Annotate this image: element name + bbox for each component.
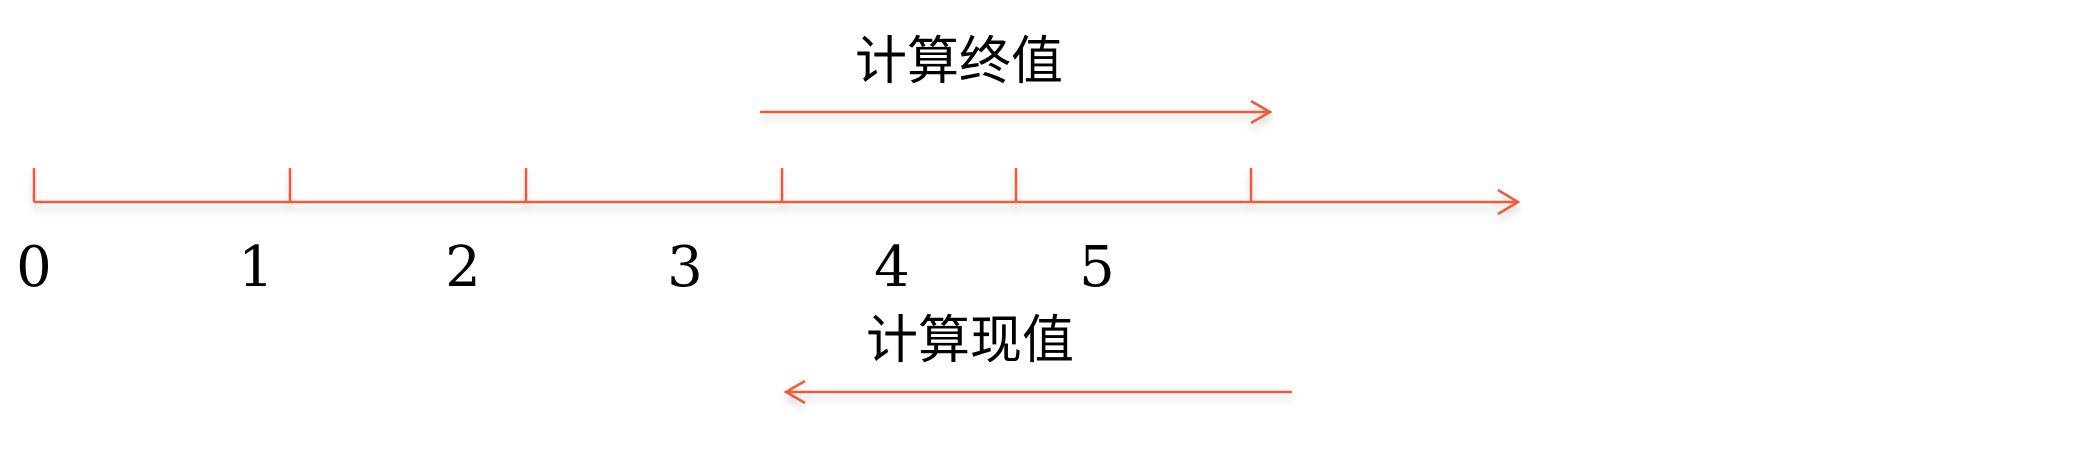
- tick-label-0: 0: [16, 235, 52, 300]
- tick-label-1: 1: [238, 235, 274, 300]
- tick-label-4: 4: [874, 235, 910, 300]
- present-value-arrow: [783, 379, 1292, 405]
- timeline-axis: [34, 188, 1521, 216]
- tick-label-2: 2: [445, 235, 481, 300]
- tick-label-3: 3: [667, 235, 703, 300]
- timeline-ticks: [32, 168, 1253, 202]
- tick-label-5: 5: [1079, 235, 1115, 300]
- future-value-label: 计算终值: [855, 32, 1064, 92]
- future-value-arrow: [760, 99, 1273, 125]
- present-value-label: 计算现值: [866, 311, 1075, 371]
